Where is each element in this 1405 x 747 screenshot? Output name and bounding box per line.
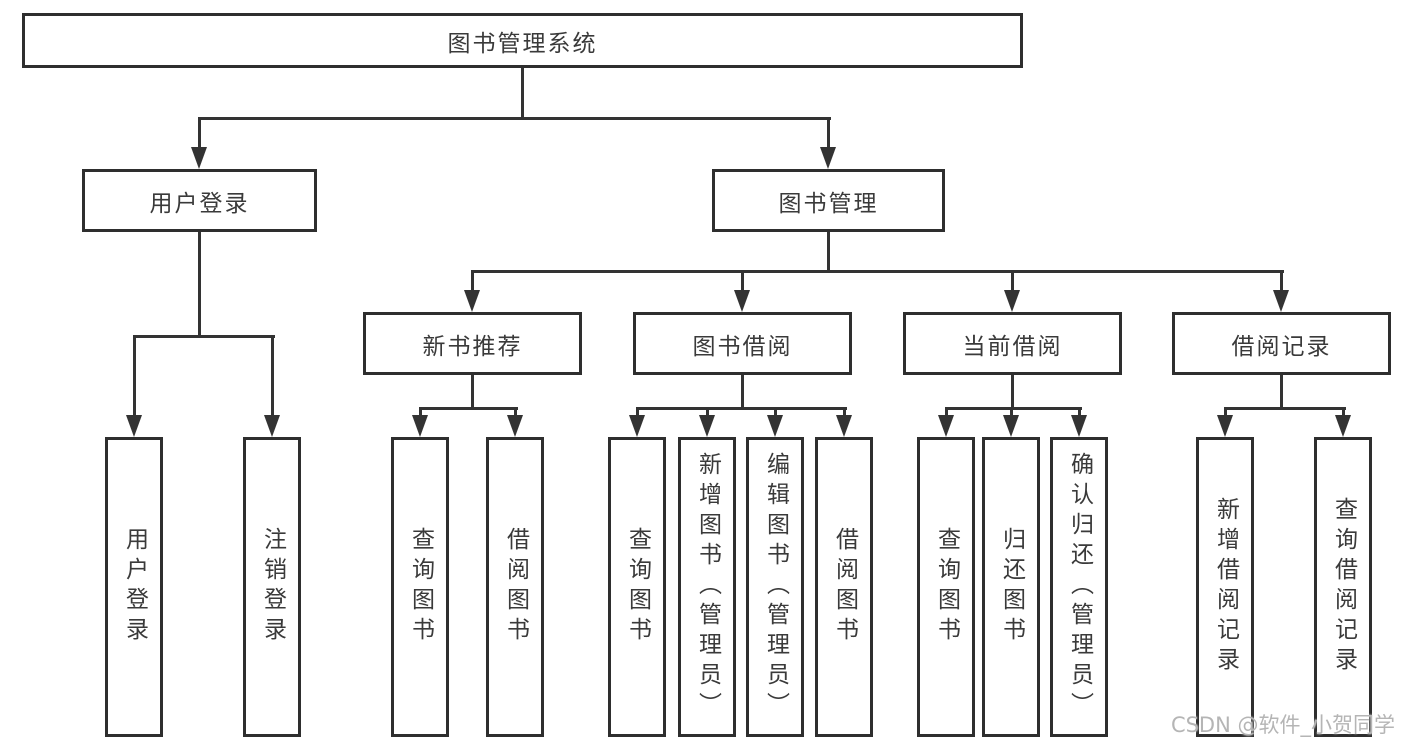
leaf-borrow-edit: 编辑图书（管理员） [746, 437, 804, 737]
arrowhead-down-icon [1273, 290, 1289, 312]
node-book-borrow-label: 图书借阅 [692, 333, 793, 360]
arrowhead-down-icon [767, 415, 783, 437]
connector-leaf-stub [1010, 407, 1013, 419]
node-borrow-records: 借阅记录 [1172, 312, 1391, 375]
connector-root-vline [521, 68, 524, 117]
connector-level3-stub [741, 270, 744, 292]
node-user-login-label: 用户登录 [149, 190, 250, 217]
leaf-records-query-label: 查询借阅记录 [1330, 497, 1357, 677]
leaf-current-return-label: 归还图书 [998, 527, 1025, 647]
connector-leaf-stub [1224, 407, 1227, 419]
arrowhead-down-icon [126, 415, 142, 437]
leaf-newbooks-query-label: 查询图书 [407, 527, 434, 647]
leaf-current-confirm-label: 确认归还（管理员） [1066, 452, 1093, 722]
connector-leaf-stub [843, 407, 846, 419]
arrowhead-down-icon [264, 415, 280, 437]
leaf-newbooks-borrow-label: 借阅图书 [502, 527, 529, 647]
leaf-records-query: 查询借阅记录 [1314, 437, 1372, 737]
arrowhead-down-icon [938, 415, 954, 437]
arrowhead-down-icon [734, 290, 750, 312]
connector-leaf-stub [945, 407, 948, 419]
connector-bookmgmt-stub [827, 117, 830, 151]
arrowhead-down-icon [1335, 415, 1351, 437]
connector-bookmgmt-vline [827, 232, 830, 270]
connector-currentborrow-vline [1011, 375, 1014, 407]
arrowhead-down-icon [836, 415, 852, 437]
arrowhead-down-icon [820, 147, 836, 169]
node-book-management-label: 图书管理 [778, 190, 879, 217]
connector-bookborrow-hline [637, 407, 847, 410]
arrowhead-down-icon [1003, 415, 1019, 437]
leaf-borrow-add-label: 新增图书（管理员） [694, 452, 721, 722]
arrowhead-down-icon [1071, 415, 1087, 437]
connector-newbooks-hline [420, 407, 518, 410]
arrowhead-down-icon [464, 290, 480, 312]
leaf-current-return: 归还图书 [982, 437, 1040, 737]
connector-leaf-stub [514, 407, 517, 419]
leaf-borrow-query: 查询图书 [608, 437, 666, 737]
connector-bookborrow-vline [741, 375, 744, 407]
node-borrow-records-label: 借阅记录 [1231, 333, 1332, 360]
connector-leaf-stub [636, 407, 639, 419]
leaf-user-login: 用户登录 [105, 437, 163, 737]
connector-leaf-stub [706, 407, 709, 419]
connector-level3-stub [1011, 270, 1014, 292]
leaf-borrow-query-label: 查询图书 [624, 527, 651, 647]
connector-records-hline [1225, 407, 1346, 410]
connector-root-hline [199, 117, 831, 120]
connector-level3-stub [1280, 270, 1283, 292]
arrowhead-down-icon [699, 415, 715, 437]
arrowhead-down-icon [1004, 290, 1020, 312]
leaf-borrow-borrow: 借阅图书 [815, 437, 873, 737]
leaf-current-query: 查询图书 [917, 437, 975, 737]
connector-newbooks-vline [471, 375, 474, 407]
connector-leaf-stub [774, 407, 777, 419]
connector-leaf-stub [1342, 407, 1345, 419]
connector-userlogin-hline [134, 335, 275, 338]
arrowhead-down-icon [507, 415, 523, 437]
leaf-logout-label: 注销登录 [259, 527, 286, 647]
node-new-books-label: 新书推荐 [422, 333, 523, 360]
leaf-borrow-add: 新增图书（管理员） [678, 437, 736, 737]
connector-currentborrow-hline [946, 407, 1082, 410]
connector-leaf-stub [271, 335, 274, 419]
connector-level3-stub [471, 270, 474, 292]
connector-records-vline [1280, 375, 1283, 407]
leaf-current-confirm: 确认归还（管理员） [1050, 437, 1108, 737]
node-user-login: 用户登录 [82, 169, 317, 232]
arrowhead-down-icon [191, 147, 207, 169]
leaf-user-login-label: 用户登录 [121, 527, 148, 647]
node-current-borrow: 当前借阅 [903, 312, 1122, 375]
leaf-borrow-borrow-label: 借阅图书 [831, 527, 858, 647]
leaf-records-add-label: 新增借阅记录 [1212, 497, 1239, 677]
csdn-watermark: CSDN @软件_小贺同学 [1170, 713, 1395, 737]
connector-bookmgmt-hline [472, 270, 1284, 273]
connector-userlogin-stub [198, 117, 201, 151]
leaf-newbooks-borrow: 借阅图书 [486, 437, 544, 737]
connector-leaf-stub [419, 407, 422, 419]
arrowhead-down-icon [412, 415, 428, 437]
leaf-current-query-label: 查询图书 [933, 527, 960, 647]
arrowhead-down-icon [629, 415, 645, 437]
node-root: 图书管理系统 [22, 13, 1023, 68]
node-new-books: 新书推荐 [363, 312, 582, 375]
node-current-borrow-label: 当前借阅 [962, 333, 1063, 360]
arrowhead-down-icon [1217, 415, 1233, 437]
connector-userlogin-vline [198, 232, 201, 335]
connector-leaf-stub [1078, 407, 1081, 419]
leaf-logout: 注销登录 [243, 437, 301, 737]
leaf-records-add: 新增借阅记录 [1196, 437, 1254, 737]
connector-leaf-stub [133, 335, 136, 419]
leaf-borrow-edit-label: 编辑图书（管理员） [762, 452, 789, 722]
node-book-management: 图书管理 [712, 169, 945, 232]
leaf-newbooks-query: 查询图书 [391, 437, 449, 737]
node-root-label: 图书管理系统 [447, 30, 598, 57]
node-book-borrow: 图书借阅 [633, 312, 852, 375]
